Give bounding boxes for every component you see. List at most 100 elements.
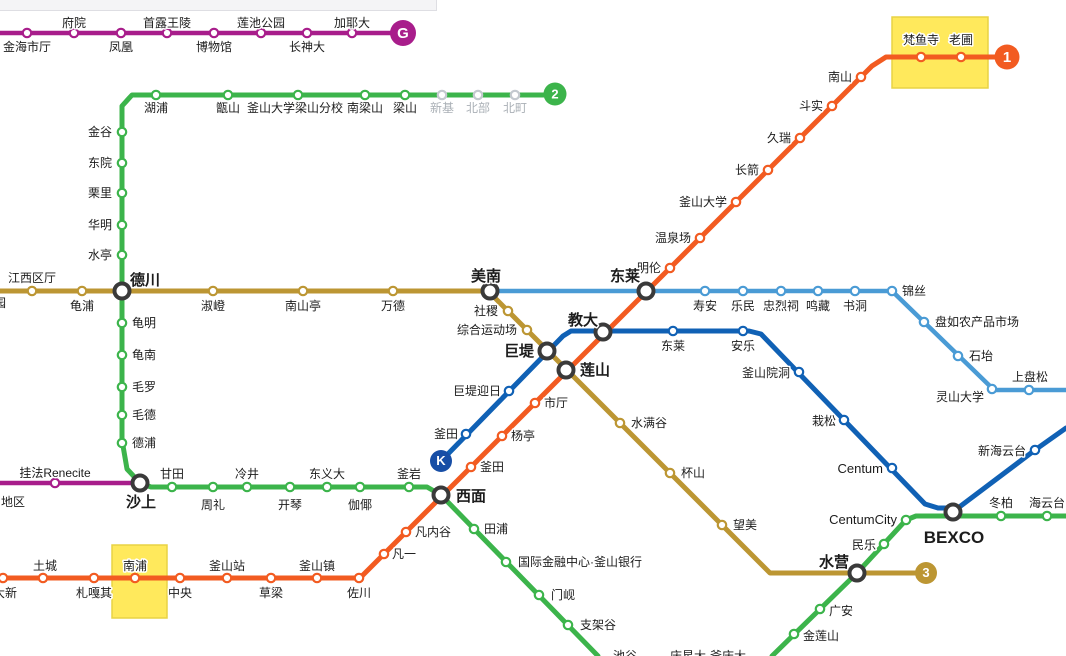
station-label[interactable]: 民乐 bbox=[850, 537, 877, 554]
station-dot[interactable] bbox=[460, 428, 472, 440]
station-dot[interactable] bbox=[116, 437, 128, 449]
transfer-station-dot[interactable] bbox=[537, 341, 557, 361]
station-label[interactable]: 札嘎其 bbox=[74, 585, 113, 602]
station-label[interactable]: 中央 bbox=[166, 584, 193, 602]
station-label[interactable]: 釜岩 bbox=[395, 465, 422, 483]
transfer-station-dot[interactable] bbox=[112, 281, 132, 301]
station-dot[interactable] bbox=[207, 481, 219, 493]
station-dot[interactable] bbox=[878, 538, 890, 550]
station-label[interactable]: 地区 bbox=[0, 494, 27, 511]
station-label[interactable]: 南山亭 bbox=[283, 297, 322, 315]
station-dot[interactable] bbox=[354, 481, 366, 493]
station-dot[interactable] bbox=[730, 196, 742, 208]
transfer-station-label[interactable]: 巨堤 bbox=[502, 342, 536, 362]
station-dot[interactable] bbox=[403, 481, 415, 493]
station-dot[interactable] bbox=[468, 523, 480, 535]
station-dot[interactable] bbox=[378, 548, 390, 560]
station-label[interactable]: 海云台 bbox=[1027, 494, 1066, 512]
station-label[interactable]: 水亭 bbox=[86, 246, 113, 264]
station-label[interactable]: 水满谷 bbox=[630, 415, 669, 432]
transfer-station-label[interactable]: 美南 bbox=[469, 266, 502, 287]
station-dot[interactable] bbox=[387, 285, 399, 297]
station-dot[interactable] bbox=[775, 285, 787, 297]
station-label[interactable]: 鸣藏 bbox=[804, 297, 831, 315]
station-label[interactable]: 江西区厅 bbox=[6, 270, 57, 287]
station-label[interactable]: 国际金融中心·釜山银行 bbox=[517, 553, 644, 571]
station-dot[interactable] bbox=[886, 462, 898, 474]
station-dot[interactable] bbox=[664, 467, 676, 479]
station-dot[interactable] bbox=[116, 381, 128, 393]
station-dot[interactable] bbox=[986, 383, 998, 395]
station-dot[interactable] bbox=[1023, 384, 1035, 396]
station-dot[interactable] bbox=[116, 349, 128, 361]
station-dot[interactable] bbox=[664, 262, 676, 274]
station-label[interactable]: 龟明 bbox=[131, 315, 158, 332]
station-label[interactable]: 北部 bbox=[464, 99, 491, 117]
station-label[interactable]: 佐川 bbox=[345, 585, 372, 602]
station-dot[interactable] bbox=[995, 510, 1007, 522]
station-label[interactable]: 博物馆 bbox=[194, 38, 233, 56]
station-dot[interactable] bbox=[37, 572, 49, 584]
station-label[interactable]: 周礼 bbox=[199, 496, 226, 514]
station-dot[interactable] bbox=[26, 285, 38, 297]
station-dot[interactable] bbox=[129, 572, 141, 584]
station-dot[interactable] bbox=[502, 305, 514, 317]
transfer-station-dot[interactable] bbox=[943, 502, 963, 522]
station-label[interactable]: 草梁 bbox=[257, 584, 284, 602]
station-label[interactable]: 长箭 bbox=[733, 161, 760, 179]
station-dot[interactable] bbox=[166, 481, 178, 493]
station-label[interactable]: 南梁山 bbox=[345, 99, 384, 117]
station-label[interactable]: 釜田 bbox=[432, 425, 459, 443]
station-label[interactable]: 甘田 bbox=[158, 466, 185, 483]
station-label[interactable]: 综合运动场 bbox=[455, 321, 518, 339]
station-dot[interactable] bbox=[116, 249, 128, 261]
transfer-station-dot[interactable] bbox=[431, 485, 451, 505]
station-label[interactable]: 淑嶝 bbox=[199, 297, 226, 315]
station-label[interactable]: 毛德 bbox=[131, 406, 158, 424]
station-label[interactable]: 梵鱼寺 bbox=[901, 32, 940, 49]
transfer-station-dot[interactable] bbox=[480, 281, 500, 301]
station-label[interactable]: 新海云台 bbox=[976, 442, 1027, 460]
station-dot[interactable] bbox=[496, 430, 508, 442]
station-label[interactable]: 庆星大·釜庆大 bbox=[669, 647, 748, 656]
station-label[interactable]: 锦丝 bbox=[901, 283, 928, 300]
station-dot[interactable] bbox=[292, 89, 304, 101]
station-label[interactable]: 凤凰 bbox=[107, 39, 134, 56]
station-label[interactable]: 栽松 bbox=[810, 413, 837, 430]
station-label[interactable]: 新基 bbox=[428, 99, 455, 117]
station-dot[interactable] bbox=[955, 51, 967, 63]
station-label[interactable]: 梁山 bbox=[391, 99, 418, 117]
station-dot[interactable] bbox=[297, 285, 309, 297]
station-dot[interactable] bbox=[161, 27, 173, 39]
station-dot[interactable] bbox=[814, 603, 826, 615]
station-label[interactable]: 凡一 bbox=[391, 546, 418, 563]
station-dot[interactable] bbox=[115, 27, 127, 39]
station-dot[interactable] bbox=[353, 572, 365, 584]
station-dot[interactable] bbox=[900, 514, 912, 526]
station-label[interactable]: 金谷 bbox=[86, 123, 113, 141]
station-label[interactable]: 栗里 bbox=[86, 185, 113, 202]
station-dot[interactable] bbox=[562, 619, 574, 631]
station-label[interactable]: 凡内谷 bbox=[414, 524, 453, 541]
station-dot[interactable] bbox=[694, 232, 706, 244]
station-dot[interactable] bbox=[301, 27, 313, 39]
station-dot[interactable] bbox=[399, 89, 411, 101]
station-dot[interactable] bbox=[359, 89, 371, 101]
transfer-station-dot[interactable] bbox=[593, 322, 613, 342]
station-label[interactable]: 东院 bbox=[86, 155, 113, 172]
station-label[interactable]: CentumCity bbox=[828, 511, 899, 529]
transfer-station-dot[interactable] bbox=[130, 473, 150, 493]
transfer-station-label[interactable]: 教大 bbox=[565, 310, 599, 331]
station-label[interactable]: 府院 bbox=[60, 14, 87, 32]
station-dot[interactable] bbox=[284, 481, 296, 493]
station-dot[interactable] bbox=[838, 414, 850, 426]
station-dot[interactable] bbox=[116, 157, 128, 169]
station-dot[interactable] bbox=[793, 366, 805, 378]
station-label[interactable]: 忠烈祠 bbox=[761, 298, 800, 315]
station-label[interactable]: 开琴 bbox=[276, 497, 303, 514]
station-label[interactable]: 釜山大学梁山分校 bbox=[245, 99, 344, 117]
station-dot[interactable] bbox=[667, 325, 679, 337]
station-label[interactable]: 土城 bbox=[31, 558, 58, 575]
station-label[interactable]: 温泉场 bbox=[653, 230, 692, 247]
station-label[interactable]: 池谷 bbox=[612, 648, 639, 656]
